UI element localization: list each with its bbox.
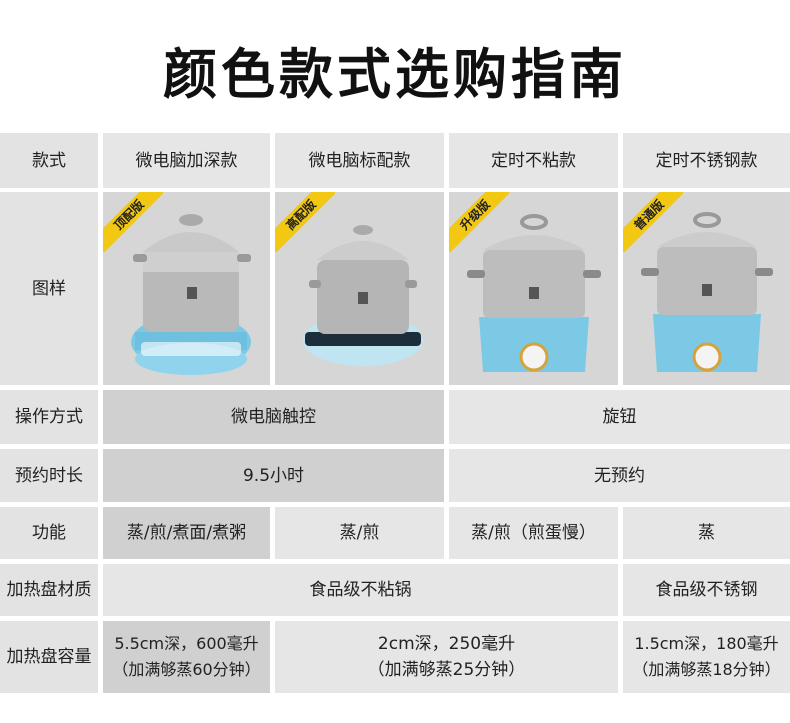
operation-computer: 微电脑触控 — [103, 390, 444, 444]
material-steel: 食品级不锈钢 — [623, 564, 790, 616]
product-image-4: 普通版 — [623, 192, 790, 385]
egg-steamer-deep-image — [131, 214, 251, 375]
row-label-reserve: 预约时长 — [0, 449, 98, 502]
egg-steamer-nonstick-image — [467, 214, 601, 372]
model-name-4: 定时不锈钢款 — [623, 133, 790, 188]
product-image-2: 高配版 — [275, 192, 444, 385]
row-label-function: 功能 — [0, 507, 98, 559]
model-name-2: 微电脑标配款 — [275, 133, 444, 188]
product-image-3: 升级版 — [449, 192, 618, 385]
material-nonstick: 食品级不粘锅 — [103, 564, 618, 616]
row-label-material: 加热盘材质 — [0, 564, 98, 616]
capacity-deep-line2: （加满够蒸60分钟） — [112, 660, 261, 679]
function-2: 蒸/煎 — [275, 507, 444, 559]
badge-normal: 普通版 — [623, 192, 683, 252]
page-title: 颜色款式选购指南 — [163, 43, 627, 106]
function-1: 蒸/煎/煮面/煮粥 — [103, 507, 270, 559]
badge-high: 高配版 — [275, 192, 335, 252]
capacity-deep: 5.5cm深，600毫升 （加满够蒸60分钟） — [103, 621, 270, 693]
row-label-capacity: 加热盘容量 — [0, 621, 98, 693]
capacity-mid: 2cm深，250毫升 （加满够蒸25分钟） — [275, 621, 618, 693]
function-4: 蒸 — [623, 507, 790, 559]
row-label-style: 款式 — [0, 133, 98, 188]
capacity-steel-line2: （加满够蒸18分钟） — [632, 660, 781, 679]
reserve-computer: 9.5小时 — [103, 449, 444, 502]
capacity-mid-line1: 2cm深，250毫升 — [377, 634, 516, 654]
model-name-3: 定时不粘款 — [449, 133, 618, 188]
badge-upgrade: 升级版 — [449, 192, 509, 252]
egg-steamer-steel-image — [641, 212, 773, 372]
capacity-steel: 1.5cm深，180毫升 （加满够蒸18分钟） — [623, 621, 790, 693]
badge-top: 顶配版 — [103, 192, 163, 252]
function-3: 蒸/煎（煎蛋慢） — [449, 507, 618, 559]
model-name-1: 微电脑加深款 — [103, 133, 270, 188]
operation-knob: 旋钮 — [449, 390, 790, 444]
capacity-deep-line1: 5.5cm深，600毫升 — [114, 634, 259, 653]
row-label-operation: 操作方式 — [0, 390, 98, 444]
reserve-knob: 无预约 — [449, 449, 790, 502]
capacity-steel-line1: 1.5cm深，180毫升 — [634, 634, 779, 653]
row-label-image: 图样 — [0, 192, 98, 385]
egg-steamer-standard-image — [303, 225, 423, 366]
product-image-1: 顶配版 — [103, 192, 270, 385]
capacity-mid-line2: （加满够蒸25分钟） — [367, 660, 526, 680]
